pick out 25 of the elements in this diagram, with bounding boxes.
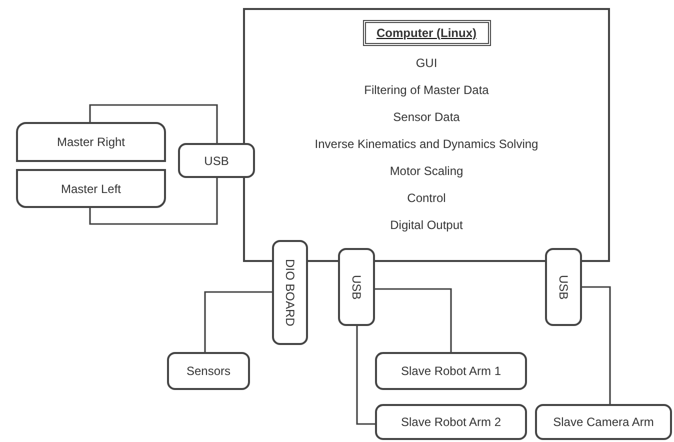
usb-box: USB — [178, 143, 255, 178]
connector-line — [89, 178, 218, 225]
connector-line — [356, 326, 375, 425]
process-box: Slave Robot Arm 2 — [375, 404, 527, 440]
connector-line — [204, 291, 272, 352]
process-box: Master Left — [16, 169, 166, 208]
usb-box: USB — [545, 248, 582, 326]
process-box: Slave Robot Arm 1 — [375, 352, 527, 390]
title-box: Computer (Linux) — [362, 20, 490, 46]
process-box: Slave Camera Arm — [535, 404, 672, 440]
function-text: Motor Scaling — [390, 163, 464, 180]
function-text: Digital Output — [390, 217, 463, 234]
connector-line — [375, 288, 452, 352]
computer-box — [243, 8, 610, 262]
board-box: DIO BOARD — [272, 240, 308, 345]
function-text: Filtering of Master Data — [364, 82, 489, 99]
function-text: Control — [407, 190, 446, 207]
connector-line — [89, 104, 218, 143]
function-text: Sensor Data — [393, 109, 460, 126]
usb-box: USB — [338, 248, 375, 326]
function-text: GUI — [416, 55, 438, 72]
connector-line — [582, 286, 611, 404]
process-box: Sensors — [167, 352, 250, 390]
function-text: Inverse Kinematics and Dynamics Solving — [314, 136, 538, 153]
process-box: Master Right — [16, 122, 166, 162]
